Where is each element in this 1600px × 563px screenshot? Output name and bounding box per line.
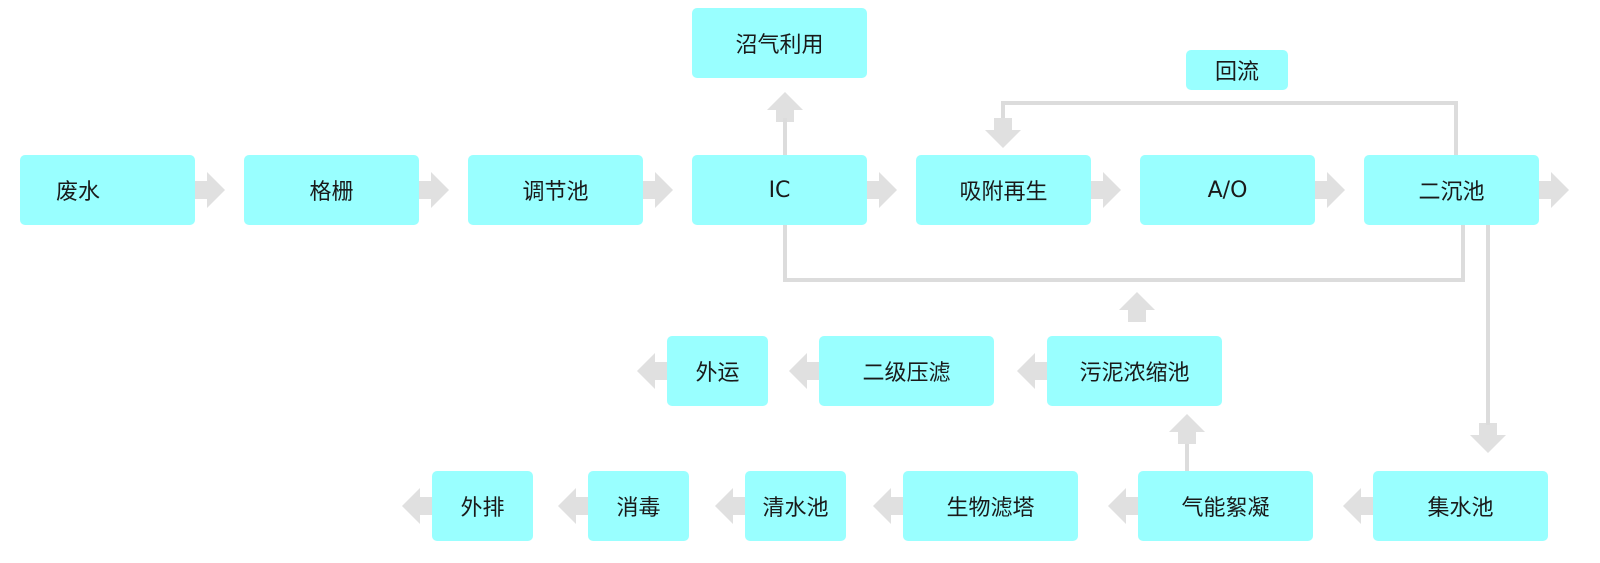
node-secondary-clarifier: 二沉池 [1364,155,1539,225]
node-reflux: 回流 [1186,50,1288,90]
flow-arrow-right-7 [1539,172,1569,208]
node-label: 二级压滤 [862,361,951,386]
node-label: A/O [1207,177,1248,203]
line-group [783,101,1490,471]
node-label: 清水池 [762,496,829,521]
water-arrow-left-2 [1108,488,1138,524]
node-label: 消毒 [616,496,661,521]
water-arrow-left-3 [873,488,903,524]
node-label: 格栅 [309,180,354,205]
node-disinfection: 消毒 [588,471,689,541]
node-ao: A/O [1140,155,1315,225]
collection-arrow-down [1470,423,1506,453]
node-secondary-filter-press: 二级压滤 [819,336,994,406]
node-sludge-thickener: 污泥浓缩池 [1047,336,1222,406]
sludge-arrow-left-2 [789,353,819,389]
node-clear-water-tank: 清水池 [745,471,846,541]
water-arrow-left-6 [402,488,432,524]
node-ic-reactor: IC [692,155,867,225]
node-biofilter-tower: 生物滤塔 [903,471,1078,541]
node-label: 外运 [695,361,740,386]
node-discharge: 外排 [432,471,533,541]
flow-arrow-right-5 [1091,172,1121,208]
reflux-line [1001,101,1458,155]
biogas-arrow-up [767,92,803,122]
node-label: 二沉池 [1418,180,1485,205]
flow-arrow-right-3 [643,172,673,208]
node-label: 气能絮凝 [1181,496,1270,521]
water-arrow-left-4 [715,488,745,524]
node-label: 污泥浓缩池 [1079,361,1190,386]
sludge-arrow-up [1119,292,1155,322]
flow-arrow-right-2 [419,172,449,208]
node-adsorption-regeneration: 吸附再生 [916,155,1091,225]
node-label: 调节池 [522,180,589,205]
reflux-arrow-down [985,118,1021,148]
node-grille: 格栅 [244,155,419,225]
sludge-arrow-left-3 [637,353,667,389]
node-regulating-tank: 调节池 [468,155,643,225]
flotation-arrow-up [1169,414,1205,444]
node-transport-out: 外运 [667,336,768,406]
flow-arrow-right-6 [1315,172,1345,208]
node-label: 废水 [56,180,101,205]
sludge-arrow-left-1 [1017,353,1047,389]
sludge-return-line [783,225,1465,282]
node-label: 沼气利用 [735,33,824,58]
water-arrow-left-1 [1343,488,1373,524]
arrow-group [195,92,1569,524]
node-label: 集水池 [1427,496,1494,521]
node-air-flotation-flocculation: 气能絮凝 [1138,471,1313,541]
node-biogas-utilization: 沼气利用 [692,8,867,78]
node-collection-tank: 集水池 [1373,471,1548,541]
node-label: 吸附再生 [959,180,1048,205]
node-label: 回流 [1214,60,1259,85]
node-label: 生物滤塔 [946,496,1035,521]
flow-arrow-right-4 [867,172,897,208]
water-arrow-left-5 [558,488,588,524]
flow-arrow-right-1 [195,172,225,208]
node-wastewater: 废水 [20,155,195,225]
node-label: 外排 [460,496,505,521]
node-label: IC [768,177,791,203]
